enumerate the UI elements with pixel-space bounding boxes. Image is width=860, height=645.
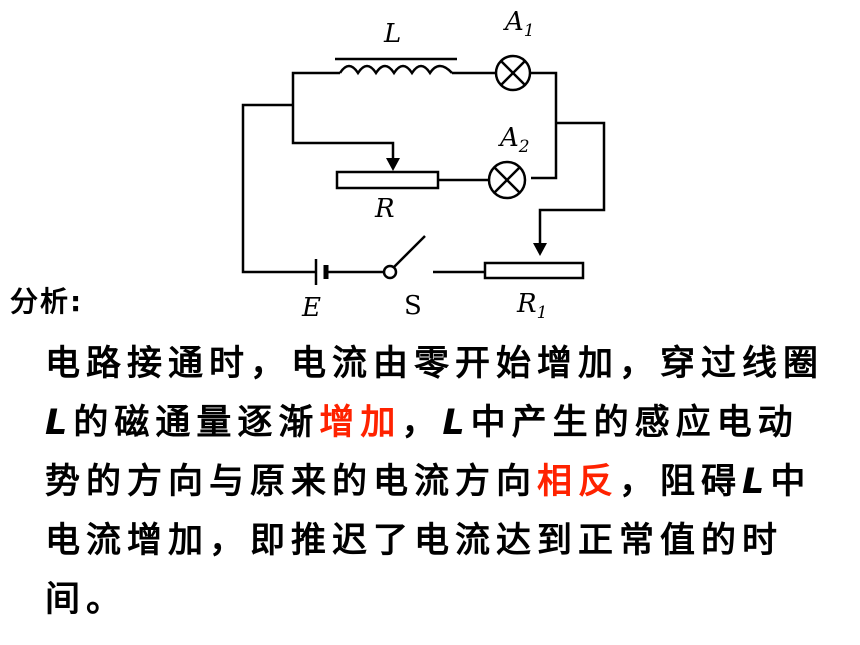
- wire-lamp-junction: [531, 71, 558, 180]
- analysis-heading: 分析:: [10, 285, 84, 318]
- switch-pivot: [382, 264, 398, 280]
- label-rheostat: R1: [516, 289, 547, 323]
- circuit-diagram: L A1 A2 R E S R1: [241, 7, 606, 323]
- switch-lever: [393, 235, 426, 268]
- wire-slider-r: [291, 138, 395, 160]
- lamp1-cross-b: [500, 60, 526, 86]
- analysis-seg3: 的磁通量逐渐: [73, 403, 320, 443]
- wire-left: [241, 103, 316, 274]
- highlight-increase: 增加: [319, 403, 402, 443]
- wire-top-left: [291, 71, 340, 138]
- lamp-A1: [494, 54, 532, 92]
- analysis-seg5: ，: [401, 403, 443, 443]
- slider-arrow-r: [386, 158, 400, 171]
- resistor-R: [335, 170, 440, 190]
- battery-E: [314, 259, 329, 285]
- analysis-symbol-l-3: L: [742, 462, 771, 502]
- circuit-wires: [241, 71, 606, 274]
- label-switch: S: [404, 291, 422, 321]
- label-lamp1: A1: [503, 7, 535, 41]
- analysis-symbol-l-2: L: [442, 403, 471, 443]
- rheostat-r1-body: [483, 261, 585, 280]
- inductor-L: [335, 57, 457, 76]
- highlight-opposite: 相反: [537, 462, 620, 502]
- analysis-symbol-l-1: L: [45, 403, 74, 443]
- wire-right-slider: [538, 121, 606, 245]
- lamp-A2: [487, 160, 527, 200]
- label-inductor: L: [383, 19, 401, 49]
- analysis-paragraph: 电路接通时，电流由零开始增加，穿过线圈L的磁通量逐渐增加，L中产生的感应电动势的…: [45, 335, 835, 630]
- slider-arrow-r1: [533, 243, 547, 256]
- switch-S: [382, 235, 426, 280]
- lamp2-cross-b: [493, 166, 521, 194]
- inductor-coil: [338, 64, 453, 76]
- label-lamp2: A2: [498, 123, 530, 157]
- analysis-seg7: 中产生的感应电动势的方向与原来的电流方向: [45, 403, 799, 502]
- label-battery: E: [301, 293, 321, 323]
- resistor-r-body: [335, 170, 440, 190]
- analysis-seg9: ，阻碍: [619, 462, 743, 502]
- rheostat-R1: [483, 261, 585, 280]
- analysis-seg1: 电路接通时，电流由零开始增加，穿过线圈: [45, 344, 825, 384]
- analysis-seg11: 中电流增加，即推迟了电流达到正常值的时间。: [45, 462, 812, 620]
- label-resistor: R: [374, 194, 395, 224]
